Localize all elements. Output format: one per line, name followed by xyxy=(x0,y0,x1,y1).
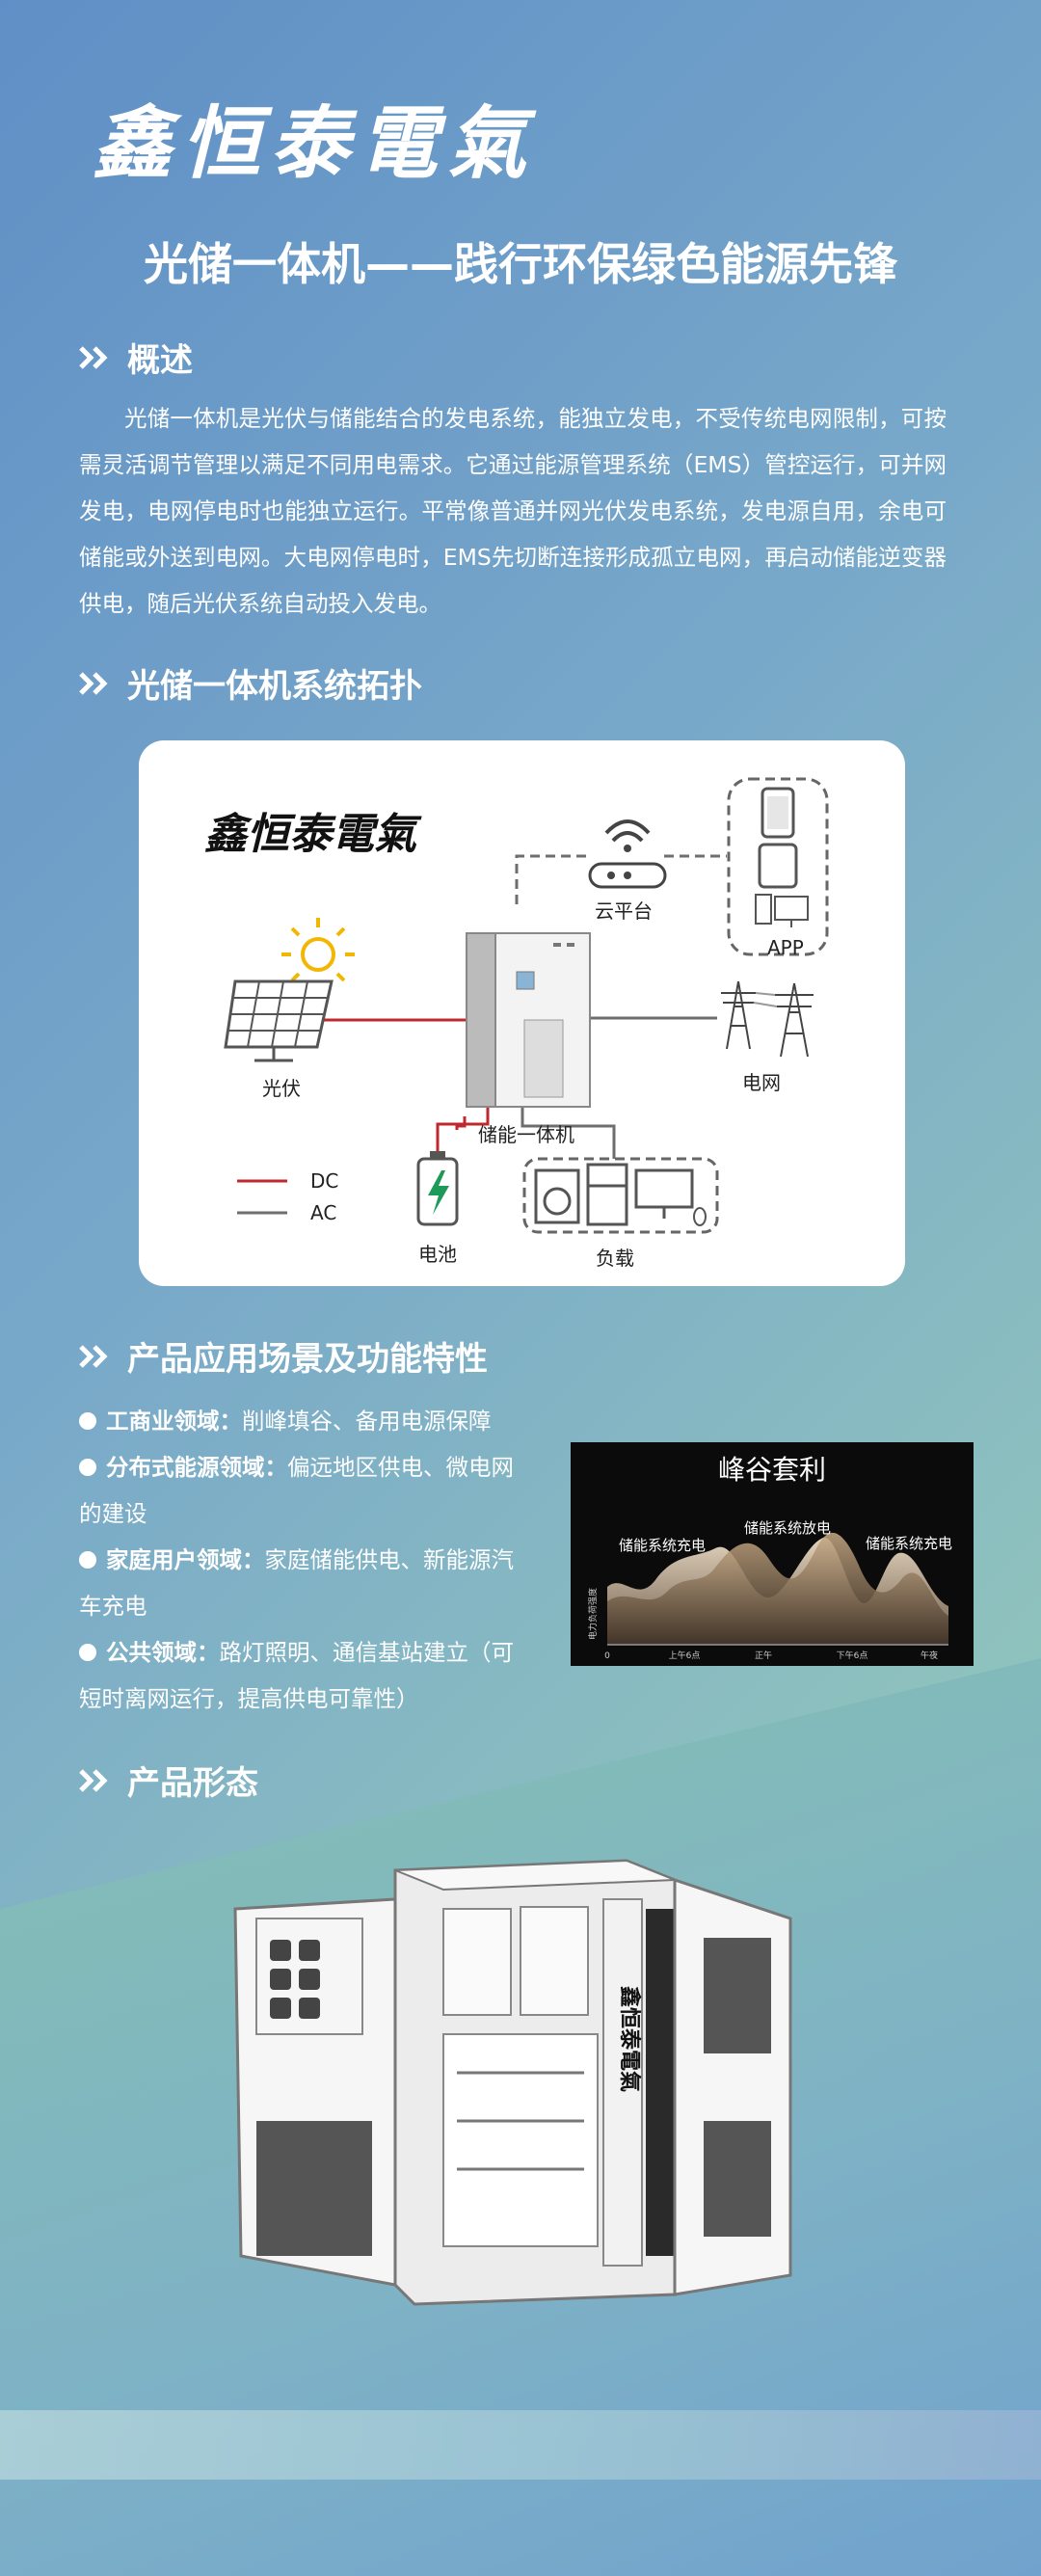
distribution-panel xyxy=(442,2033,599,2247)
double-chevron-icon xyxy=(79,1768,108,1792)
cabinet-illustration: 鑫恒泰電氣 xyxy=(222,1832,819,2318)
right-vent-grille-bottom xyxy=(704,2121,771,2237)
label-discharge: 储能系统放电 xyxy=(744,1519,831,1537)
cabinet-brand-text: 鑫恒泰電氣 xyxy=(617,1986,642,2092)
feature-item: 工商业领域：削峰填谷、备用电源保障 xyxy=(79,1398,532,1444)
generation-area xyxy=(607,1532,948,1645)
topology-diagram-card: 鑫恒泰電氣 xyxy=(139,740,905,1286)
section-heading-label: 产品形态 xyxy=(127,1764,258,1803)
bullet-icon xyxy=(79,1459,96,1476)
grid-label: 电网 xyxy=(742,1071,781,1094)
pv-label: 光伏 xyxy=(262,1077,301,1100)
topology-diagram: 鑫恒泰電氣 xyxy=(204,777,829,1270)
washing-machine-icon xyxy=(534,1168,580,1224)
feature-list: 工商业领域：削峰填谷、备用电源保障 分布式能源领域：偏远地区供电、微电网的建设 … xyxy=(79,1398,532,1722)
y-axis-label: 电力负荷强度 xyxy=(587,1588,599,1640)
dc-line-stub xyxy=(455,1116,467,1130)
battery-label: 电池 xyxy=(418,1243,457,1266)
fan-icon xyxy=(270,1940,320,2019)
x-tick-label: 正午 xyxy=(755,1650,772,1661)
topology-brand: 鑫恒泰電氣 xyxy=(204,810,422,859)
inverter-module-1 xyxy=(442,1908,512,2016)
x-tick-label: 午夜 xyxy=(921,1650,938,1661)
left-vent-grille xyxy=(256,2121,372,2256)
refrigerator-icon xyxy=(586,1163,628,1226)
battery-icon xyxy=(416,1151,459,1226)
section-heading-form: 产品形态 xyxy=(79,1757,258,1804)
phone-icon xyxy=(761,787,795,839)
peak-valley-image: 峰谷套利 储能系统充电 储能系统放电 储能系统充电 电力负荷强度 0 上午6点 … xyxy=(571,1442,974,1666)
feature-item: 公共领域：路灯照明、通信基站建立（可短时离网运行，提高供电可靠性） xyxy=(79,1639,514,1712)
desktop-icon xyxy=(755,894,809,927)
peak-valley-graphic: 峰谷套利 储能系统充电 储能系统放电 储能系统充电 电力负荷强度 0 上午6点 … xyxy=(587,1454,952,1661)
section-heading-topology: 光储一体机系统拓扑 xyxy=(79,659,422,707)
breaker-rows xyxy=(457,2071,584,2171)
section-heading-features: 产品应用场景及功能特性 xyxy=(79,1332,488,1380)
load-label: 负载 xyxy=(596,1247,634,1270)
app-device-group xyxy=(727,777,829,956)
legend-ac-label: AC xyxy=(310,1201,336,1224)
dc-line-cabinet-battery xyxy=(436,1107,490,1155)
solar-panel-icon xyxy=(224,979,334,1062)
section-heading-overview: 概述 xyxy=(79,334,193,381)
feature-item: 家庭用户领域：家庭储能供电、新能源汽车充电 xyxy=(79,1546,514,1620)
section-heading-label: 概述 xyxy=(127,341,193,380)
right-vent-grille-top xyxy=(704,1938,771,2053)
fan-panel xyxy=(255,1918,363,2035)
inverter-module-2 xyxy=(520,1906,589,2016)
bottom-band xyxy=(0,2410,1041,2480)
ac-line-cabinet-cloud xyxy=(515,854,592,904)
x-tick-label: 0 xyxy=(604,1651,610,1661)
double-chevron-icon xyxy=(79,345,108,369)
overview-paragraph: 光储一体机是光伏与储能结合的发电系统，能独立发电，不受传统电网限制，可按需灵活调… xyxy=(79,405,947,617)
x-tick-label: 下午6点 xyxy=(837,1650,868,1661)
storage-label: 储能一体机 xyxy=(478,1123,574,1146)
bullet-icon xyxy=(79,1644,96,1661)
storage-cabinet-icon xyxy=(466,932,591,1108)
section-heading-label: 产品应用场景及功能特性 xyxy=(127,1340,488,1379)
label-charge-right: 储能系统充电 xyxy=(866,1535,952,1552)
brand-logo: 鑫恒泰電氣 xyxy=(93,97,536,190)
page-title: 光储一体机——践行环保绿色能源先锋 xyxy=(144,238,897,290)
peak-valley-title: 峰谷套利 xyxy=(718,1454,826,1486)
double-chevron-icon xyxy=(79,1344,108,1368)
ac-line-cabinet-load xyxy=(520,1107,616,1159)
cloud-label: 云平台 xyxy=(595,899,653,923)
legend-dc-label: DC xyxy=(310,1169,338,1193)
power-tower-icon xyxy=(721,980,814,1058)
tablet-icon xyxy=(758,843,798,889)
bullet-icon xyxy=(79,1412,96,1430)
computer-icon xyxy=(634,1168,707,1226)
label-charge-left: 储能系统充电 xyxy=(619,1537,706,1554)
cabinet-side-panel xyxy=(602,1898,643,2267)
cabinet-graphic: 鑫恒泰電氣 xyxy=(233,1859,792,2306)
feature-item: 分布式能源领域：偏远地区供电、微电网的建设 xyxy=(79,1454,514,1527)
bullet-icon xyxy=(79,1551,96,1569)
double-chevron-icon xyxy=(79,671,108,695)
section-heading-label: 光储一体机系统拓扑 xyxy=(127,667,422,706)
load-device-group xyxy=(522,1157,719,1234)
x-tick-label: 上午6点 xyxy=(669,1650,701,1661)
router-icon xyxy=(588,819,667,889)
battery-rack xyxy=(646,1909,675,2256)
app-label: APP xyxy=(767,936,804,959)
